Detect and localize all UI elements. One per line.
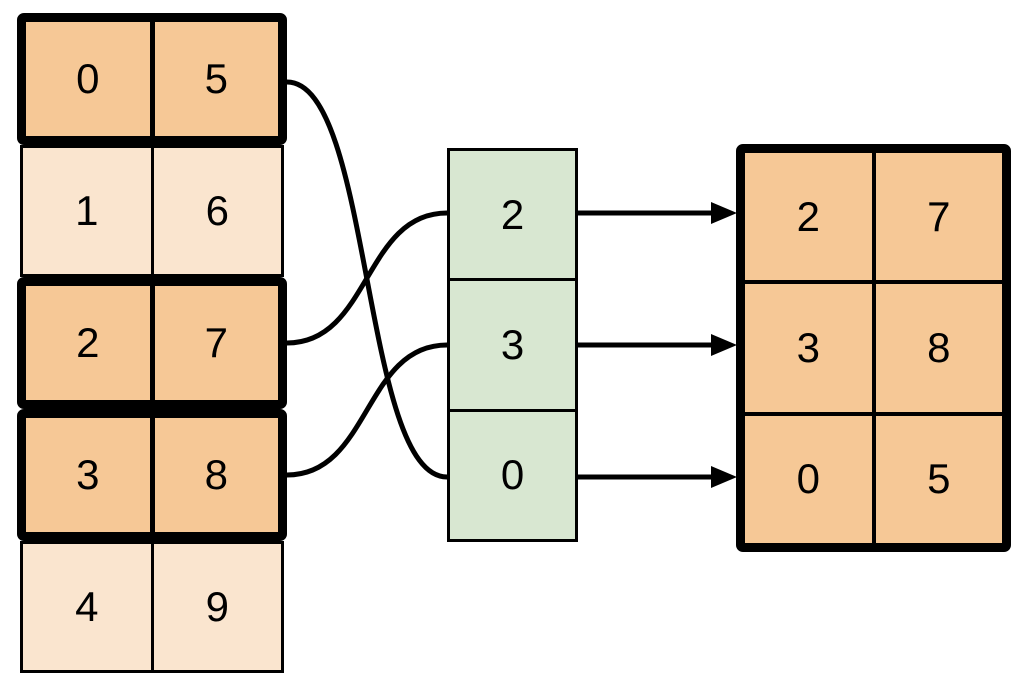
arrowhead-icon (711, 334, 737, 356)
table-cell: 0 (26, 22, 155, 136)
table-cell: 2 (745, 153, 876, 281)
curve-connector-row2-to-index2 (286, 210, 448, 346)
result-table: 2 7 3 8 0 5 (736, 144, 1011, 552)
source-row-1: 1 6 (20, 145, 284, 277)
result-row-0: 2 7 (745, 153, 1002, 281)
arrowhead-icon (711, 202, 737, 224)
table-cell: 5 (927, 455, 951, 503)
source-row-4: 4 9 (20, 541, 284, 673)
table-cell: 7 (927, 192, 951, 240)
curve-connector-row3-to-index3 (286, 342, 448, 478)
table-cell: 5 (204, 55, 228, 102)
index-column: 2 3 0 (447, 148, 578, 542)
source-row-0: 0 5 (17, 13, 287, 145)
arrowhead-icon (711, 466, 737, 488)
result-row-2: 0 5 (745, 411, 1002, 543)
table-cell: 6 (205, 187, 229, 234)
index-cell: 0 (450, 408, 575, 539)
table-cell: 0 (745, 415, 876, 543)
index-cell: 2 (500, 190, 525, 238)
table-cell: 2 (26, 286, 155, 400)
table-cell: 3 (745, 284, 876, 412)
table-cell: 9 (205, 583, 229, 630)
source-row-2: 2 7 (17, 277, 287, 409)
table-cell: 3 (26, 418, 155, 532)
table-cell: 1 (23, 148, 154, 274)
table-cell: 4 (23, 544, 154, 670)
source-row-3: 3 8 (17, 409, 287, 541)
result-row-1: 3 8 (745, 280, 1002, 412)
index-cell: 3 (450, 278, 575, 408)
curve-connector-row0-to-index0 (286, 79, 448, 480)
table-cell: 7 (204, 319, 228, 366)
table-cell: 8 (927, 323, 951, 371)
table-cell: 8 (204, 451, 228, 498)
